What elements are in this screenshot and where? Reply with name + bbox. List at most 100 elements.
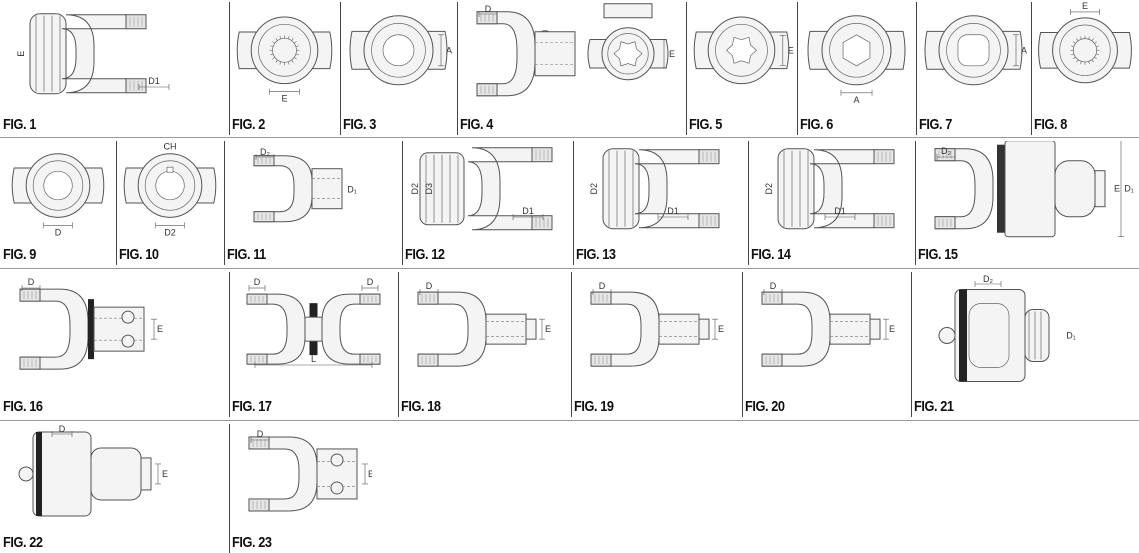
dim-label: D [367,277,374,287]
yoke-hub [93,306,145,352]
figure-caption: FIG. 4 [460,116,493,133]
dim-label: E [718,324,724,334]
figure-drawing: D₂ E D₁ [934,141,1134,238]
figure-caption: FIG. 7 [919,116,952,133]
dim-label: E [16,51,26,57]
dim-label: E [545,324,551,334]
figure-drawing: A [924,15,1027,86]
yoke-ear [531,147,553,163]
figure-caption: FIG. 2 [232,116,265,133]
column-divider [224,141,225,265]
yoke-ear [934,216,956,230]
figure-caption: FIG. 18 [401,398,441,415]
yoke-ear [125,14,147,30]
figure-caption: FIG. 23 [232,534,272,551]
yoke-ear [19,356,41,370]
flange-body [777,148,815,230]
spline-bore [1072,38,1098,63]
dim-label: A [853,95,859,105]
yoke-ear [125,78,147,94]
figure-drawing: D [11,153,105,237]
figure-caption: FIG. 14 [751,246,791,263]
figure-caption: FIG. 10 [119,246,159,263]
yoke-ear [761,353,783,367]
dim-label: E [281,94,287,104]
dim-label: D [254,277,261,287]
yoke-ear [246,293,268,305]
yoke-ear [590,291,612,305]
dim-label: D₂ [941,146,951,156]
column-divider [571,272,572,417]
dim-label: A [446,45,452,55]
row-divider [0,420,1139,421]
dim-label: D1 [522,206,534,216]
yoke-ear [248,498,270,512]
figure-caption: FIG. 6 [800,116,833,133]
dim-label: D [59,424,66,434]
figure-caption: FIG. 15 [918,246,958,263]
yoke-ear [246,353,268,365]
yoke-ear [359,353,381,365]
figure-cell: E FIG. 2 [229,2,340,135]
figure-drawing: E [693,16,794,85]
figure-caption: FIG. 17 [232,398,272,415]
figure-drawing: DE [590,281,724,367]
dim-label: D1 [834,206,846,216]
figure-drawing: DE [19,277,163,370]
yoke-ear [761,291,783,305]
yoke-ear [476,11,498,25]
yoke-hub [534,31,576,77]
dim-label: D [426,281,433,291]
figure-drawing: ED1 [16,13,170,95]
dim-label: A [1021,45,1027,55]
column-divider [229,424,230,553]
dim-label: E [162,469,168,479]
figure-caption: FIG. 3 [343,116,376,133]
dim-label: E [1114,184,1120,194]
column-divider [229,2,230,135]
yoke-fork [467,147,533,231]
dim-label: D₂ [983,274,993,284]
figure-caption: FIG. 11 [227,246,266,263]
dim-label: E [788,45,794,55]
figure-drawing: A [807,15,906,105]
yoke-ear [476,83,498,97]
figure-caption: FIG. 16 [3,398,43,415]
yoke-fork [476,11,536,97]
figure-caption: FIG. 9 [3,246,36,263]
column-divider [686,2,687,135]
yoke-fork [634,149,700,229]
yoke-hub [829,313,871,345]
column-divider [797,2,798,135]
yoke-ear [873,149,895,165]
dim-label: D2 [410,183,420,195]
dim-label: E [889,324,895,334]
dim-label: D₁ [1124,184,1134,194]
figure-drawing: DE [18,424,168,517]
flange-body [602,148,640,230]
yoke-ear [417,353,439,367]
yoke-ear [253,211,275,223]
yoke-ear [359,293,381,305]
yoke-ear [698,149,720,165]
figure-cell: D₂ E D₁ FIG. 15 [915,141,1139,265]
dim-label: E [669,49,675,59]
keyed-bore [155,170,185,201]
dim-label: D [599,281,606,291]
yoke-ear [873,213,895,229]
figure-caption: FIG. 1 [3,116,36,133]
column-divider [573,141,574,265]
figure-drawing: DE [417,281,551,367]
row-divider [0,137,1139,138]
